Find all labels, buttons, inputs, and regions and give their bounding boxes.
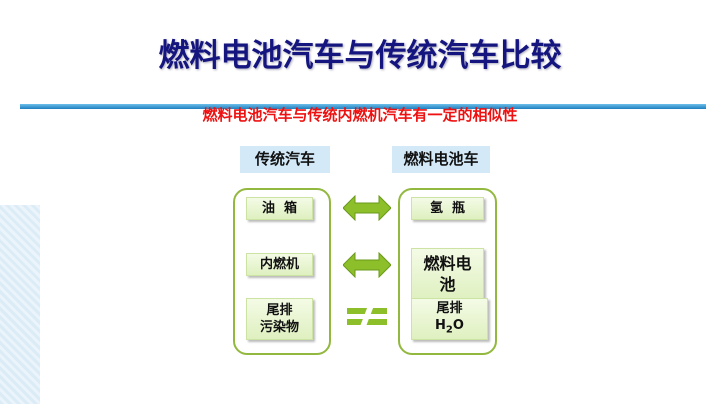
pollutant-label: 污染物 bbox=[259, 320, 299, 335]
page-title: 燃料电池汽车与传统汽车比较 bbox=[158, 38, 562, 74]
title-divider bbox=[20, 104, 706, 109]
header-fuel-cell-car: 燃料电池车 bbox=[392, 146, 490, 173]
not-equal-icon bbox=[347, 303, 387, 329]
exhaust-water-box: 尾排 H2O bbox=[411, 298, 488, 340]
engine-box: 内燃机 bbox=[246, 253, 313, 276]
subtitle: 燃料电池汽车与传统内燃机汽车有一定的相似性 bbox=[202, 106, 518, 124]
fuel-cell-label-2: 池 bbox=[439, 275, 456, 294]
decorative-strip bbox=[0, 205, 40, 404]
exhaust-label: 尾排 bbox=[266, 303, 293, 318]
double-arrow-icon bbox=[343, 195, 391, 221]
double-arrow-icon bbox=[343, 252, 391, 278]
fuel-tank-box: 油 箱 bbox=[246, 197, 313, 220]
exhaust-label-right: 尾排 bbox=[436, 300, 463, 316]
header-traditional-car: 传统汽车 bbox=[240, 146, 330, 173]
water-formula: H2O bbox=[435, 317, 464, 336]
hydrogen-tank-box: 氢 瓶 bbox=[411, 197, 484, 220]
exhaust-pollutant-box: 尾排 污染物 bbox=[246, 298, 313, 340]
fuel-cell-box: 燃料电 池 bbox=[411, 248, 484, 300]
fuel-cell-label-1: 燃料电 bbox=[423, 254, 472, 273]
